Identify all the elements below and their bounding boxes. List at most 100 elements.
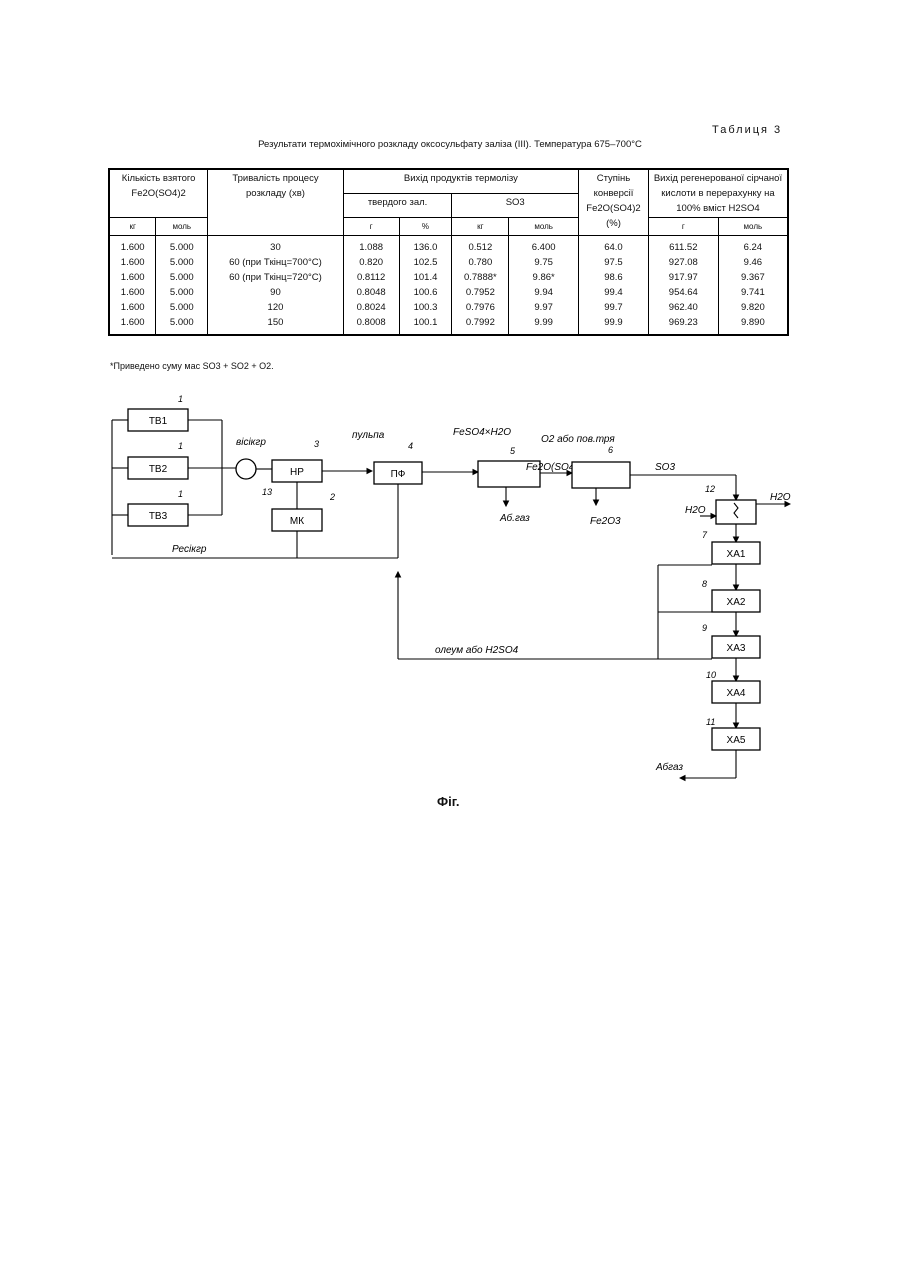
reagent-label: вісікгр bbox=[236, 437, 266, 448]
cell: 9.97 bbox=[509, 300, 579, 315]
cell: 9.741 bbox=[718, 285, 788, 300]
xa1-label: ХА1 bbox=[727, 549, 746, 560]
table-footnote: *Приведено суму мас SO3 + SO2 + O2. bbox=[110, 361, 274, 371]
cell: 1.600 bbox=[109, 285, 156, 300]
process-flow-diagram: ТВ1 ТВ2 ТВ3 1 1 1 вісікгр 13 НР 3 МК 2 п… bbox=[0, 380, 900, 790]
table-row: 1.6005.00060 (при Tкінц=720°С)0.8112101.… bbox=[109, 270, 788, 285]
cell: 962.40 bbox=[648, 300, 718, 315]
cell: 100.3 bbox=[399, 300, 452, 315]
cell: 9.367 bbox=[718, 270, 788, 285]
label-number: 5 bbox=[510, 446, 516, 456]
cell: 1.600 bbox=[109, 300, 156, 315]
label-number: 6 bbox=[608, 445, 613, 455]
tv1-label: ТВ1 bbox=[149, 416, 168, 427]
cell: 927.08 bbox=[648, 255, 718, 270]
label-number: 7 bbox=[702, 530, 708, 540]
cell: 0.8112 bbox=[343, 270, 399, 285]
unit-percent: % bbox=[399, 218, 452, 236]
abgas-2-label: Абгаз bbox=[655, 761, 683, 773]
unit-g: г bbox=[343, 218, 399, 236]
cell: 0.7976 bbox=[452, 300, 509, 315]
unit-kg: кг bbox=[109, 218, 156, 236]
abgas-label: Аб.газ bbox=[499, 512, 530, 524]
cell: 64.0 bbox=[579, 236, 649, 256]
cell: 0.780 bbox=[452, 255, 509, 270]
cell: 100.6 bbox=[399, 285, 452, 300]
cell: 98.6 bbox=[579, 270, 649, 285]
table-number: Таблиця 3 bbox=[712, 124, 782, 136]
h2o-in-label: H2O bbox=[685, 505, 706, 516]
header-amount: Кількість взятого Fe2O(SO4)2 bbox=[109, 169, 208, 218]
table-row: 1.6005.000900.8048100.60.79529.9499.4954… bbox=[109, 285, 788, 300]
label-number: 13 bbox=[262, 487, 272, 497]
cell: 9.86* bbox=[509, 270, 579, 285]
xa3-label: ХА3 bbox=[727, 643, 746, 654]
label-number: 10 bbox=[706, 670, 716, 680]
cell: 0.8024 bbox=[343, 300, 399, 315]
cell: 0.7952 bbox=[452, 285, 509, 300]
header-duration: Тривалість процесу розкладу (хв) bbox=[208, 169, 344, 236]
tv2-label: ТВ2 bbox=[149, 464, 168, 475]
cell: 0.7888* bbox=[452, 270, 509, 285]
cell: 0.8048 bbox=[343, 285, 399, 300]
unit-mol: моль bbox=[156, 218, 208, 236]
cell: 1.600 bbox=[109, 255, 156, 270]
label-number: 9 bbox=[702, 623, 707, 633]
cell: 1.088 bbox=[343, 236, 399, 256]
cell: 97.5 bbox=[579, 255, 649, 270]
table-row: 1.6005.00060 (при Tкінц=700°С)0.820102.5… bbox=[109, 255, 788, 270]
table-row: 1.6005.0001500.8008100.10.79929.9999.996… bbox=[109, 315, 788, 335]
mk-label: МК bbox=[290, 516, 304, 527]
cell: 917.97 bbox=[648, 270, 718, 285]
cell: 100.1 bbox=[399, 315, 452, 335]
label-number: 1 bbox=[178, 489, 183, 499]
header-acid: Вихід регенерованої сірчаної кислоти в п… bbox=[648, 169, 788, 218]
cell: 99.9 bbox=[579, 315, 649, 335]
header-so3: SO3 bbox=[452, 194, 579, 218]
reagent-bottom-label: Ресікгр bbox=[172, 544, 207, 555]
unit-kg: кг bbox=[452, 218, 509, 236]
cell: 5.000 bbox=[156, 300, 208, 315]
heat-exchanger-12-box bbox=[716, 500, 756, 524]
cell: 136.0 bbox=[399, 236, 452, 256]
label-number: 8 bbox=[702, 579, 707, 589]
cell: 5.000 bbox=[156, 255, 208, 270]
cell: 0.820 bbox=[343, 255, 399, 270]
cell: 1.600 bbox=[109, 315, 156, 335]
cell: 5.000 bbox=[156, 236, 208, 256]
cell: 0.7992 bbox=[452, 315, 509, 335]
nr-label: НР bbox=[290, 467, 304, 478]
cell: 101.4 bbox=[399, 270, 452, 285]
cell: 60 (при Tкінц=720°С) bbox=[208, 270, 344, 285]
cell: 6.24 bbox=[718, 236, 788, 256]
table-caption: Результати термохімічного розкладу оксос… bbox=[110, 139, 790, 150]
oxygen-label: O2 або пов.тря bbox=[541, 433, 615, 445]
label-number: 1 bbox=[178, 441, 183, 451]
label-number: 11 bbox=[706, 717, 715, 727]
cell: 150 bbox=[208, 315, 344, 335]
xa4-label: ХА4 bbox=[727, 688, 746, 699]
cell: 5.000 bbox=[156, 315, 208, 335]
cell: 969.23 bbox=[648, 315, 718, 335]
reactor-6-box bbox=[572, 462, 630, 488]
cell: 99.4 bbox=[579, 285, 649, 300]
cell: 90 bbox=[208, 285, 344, 300]
label-number: 2 bbox=[329, 492, 335, 502]
unit-mol: моль bbox=[718, 218, 788, 236]
label-number: 12 bbox=[705, 484, 715, 494]
xa5-label: ХА5 bbox=[727, 735, 746, 746]
label-number: 4 bbox=[408, 441, 413, 451]
pf-label: ПФ bbox=[391, 469, 406, 480]
label-number: 1 bbox=[178, 394, 183, 404]
cell: 30 bbox=[208, 236, 344, 256]
h2o-out-label: H2O bbox=[770, 492, 791, 503]
unit-g: г bbox=[648, 218, 718, 236]
header-conversion: Ступінь конверсії Fe2O(SO4)2 (%) bbox=[579, 169, 649, 236]
oleum-label: олеум або H2SO4 bbox=[435, 644, 519, 656]
cell: 0.8008 bbox=[343, 315, 399, 335]
so3-label: SO3 bbox=[655, 462, 675, 473]
results-table: Кількість взятого Fe2O(SO4)2 Тривалість … bbox=[108, 168, 789, 336]
header-yield: Вихід продуктів термолізу bbox=[343, 169, 578, 194]
cell: 5.000 bbox=[156, 270, 208, 285]
cell: 5.000 bbox=[156, 285, 208, 300]
